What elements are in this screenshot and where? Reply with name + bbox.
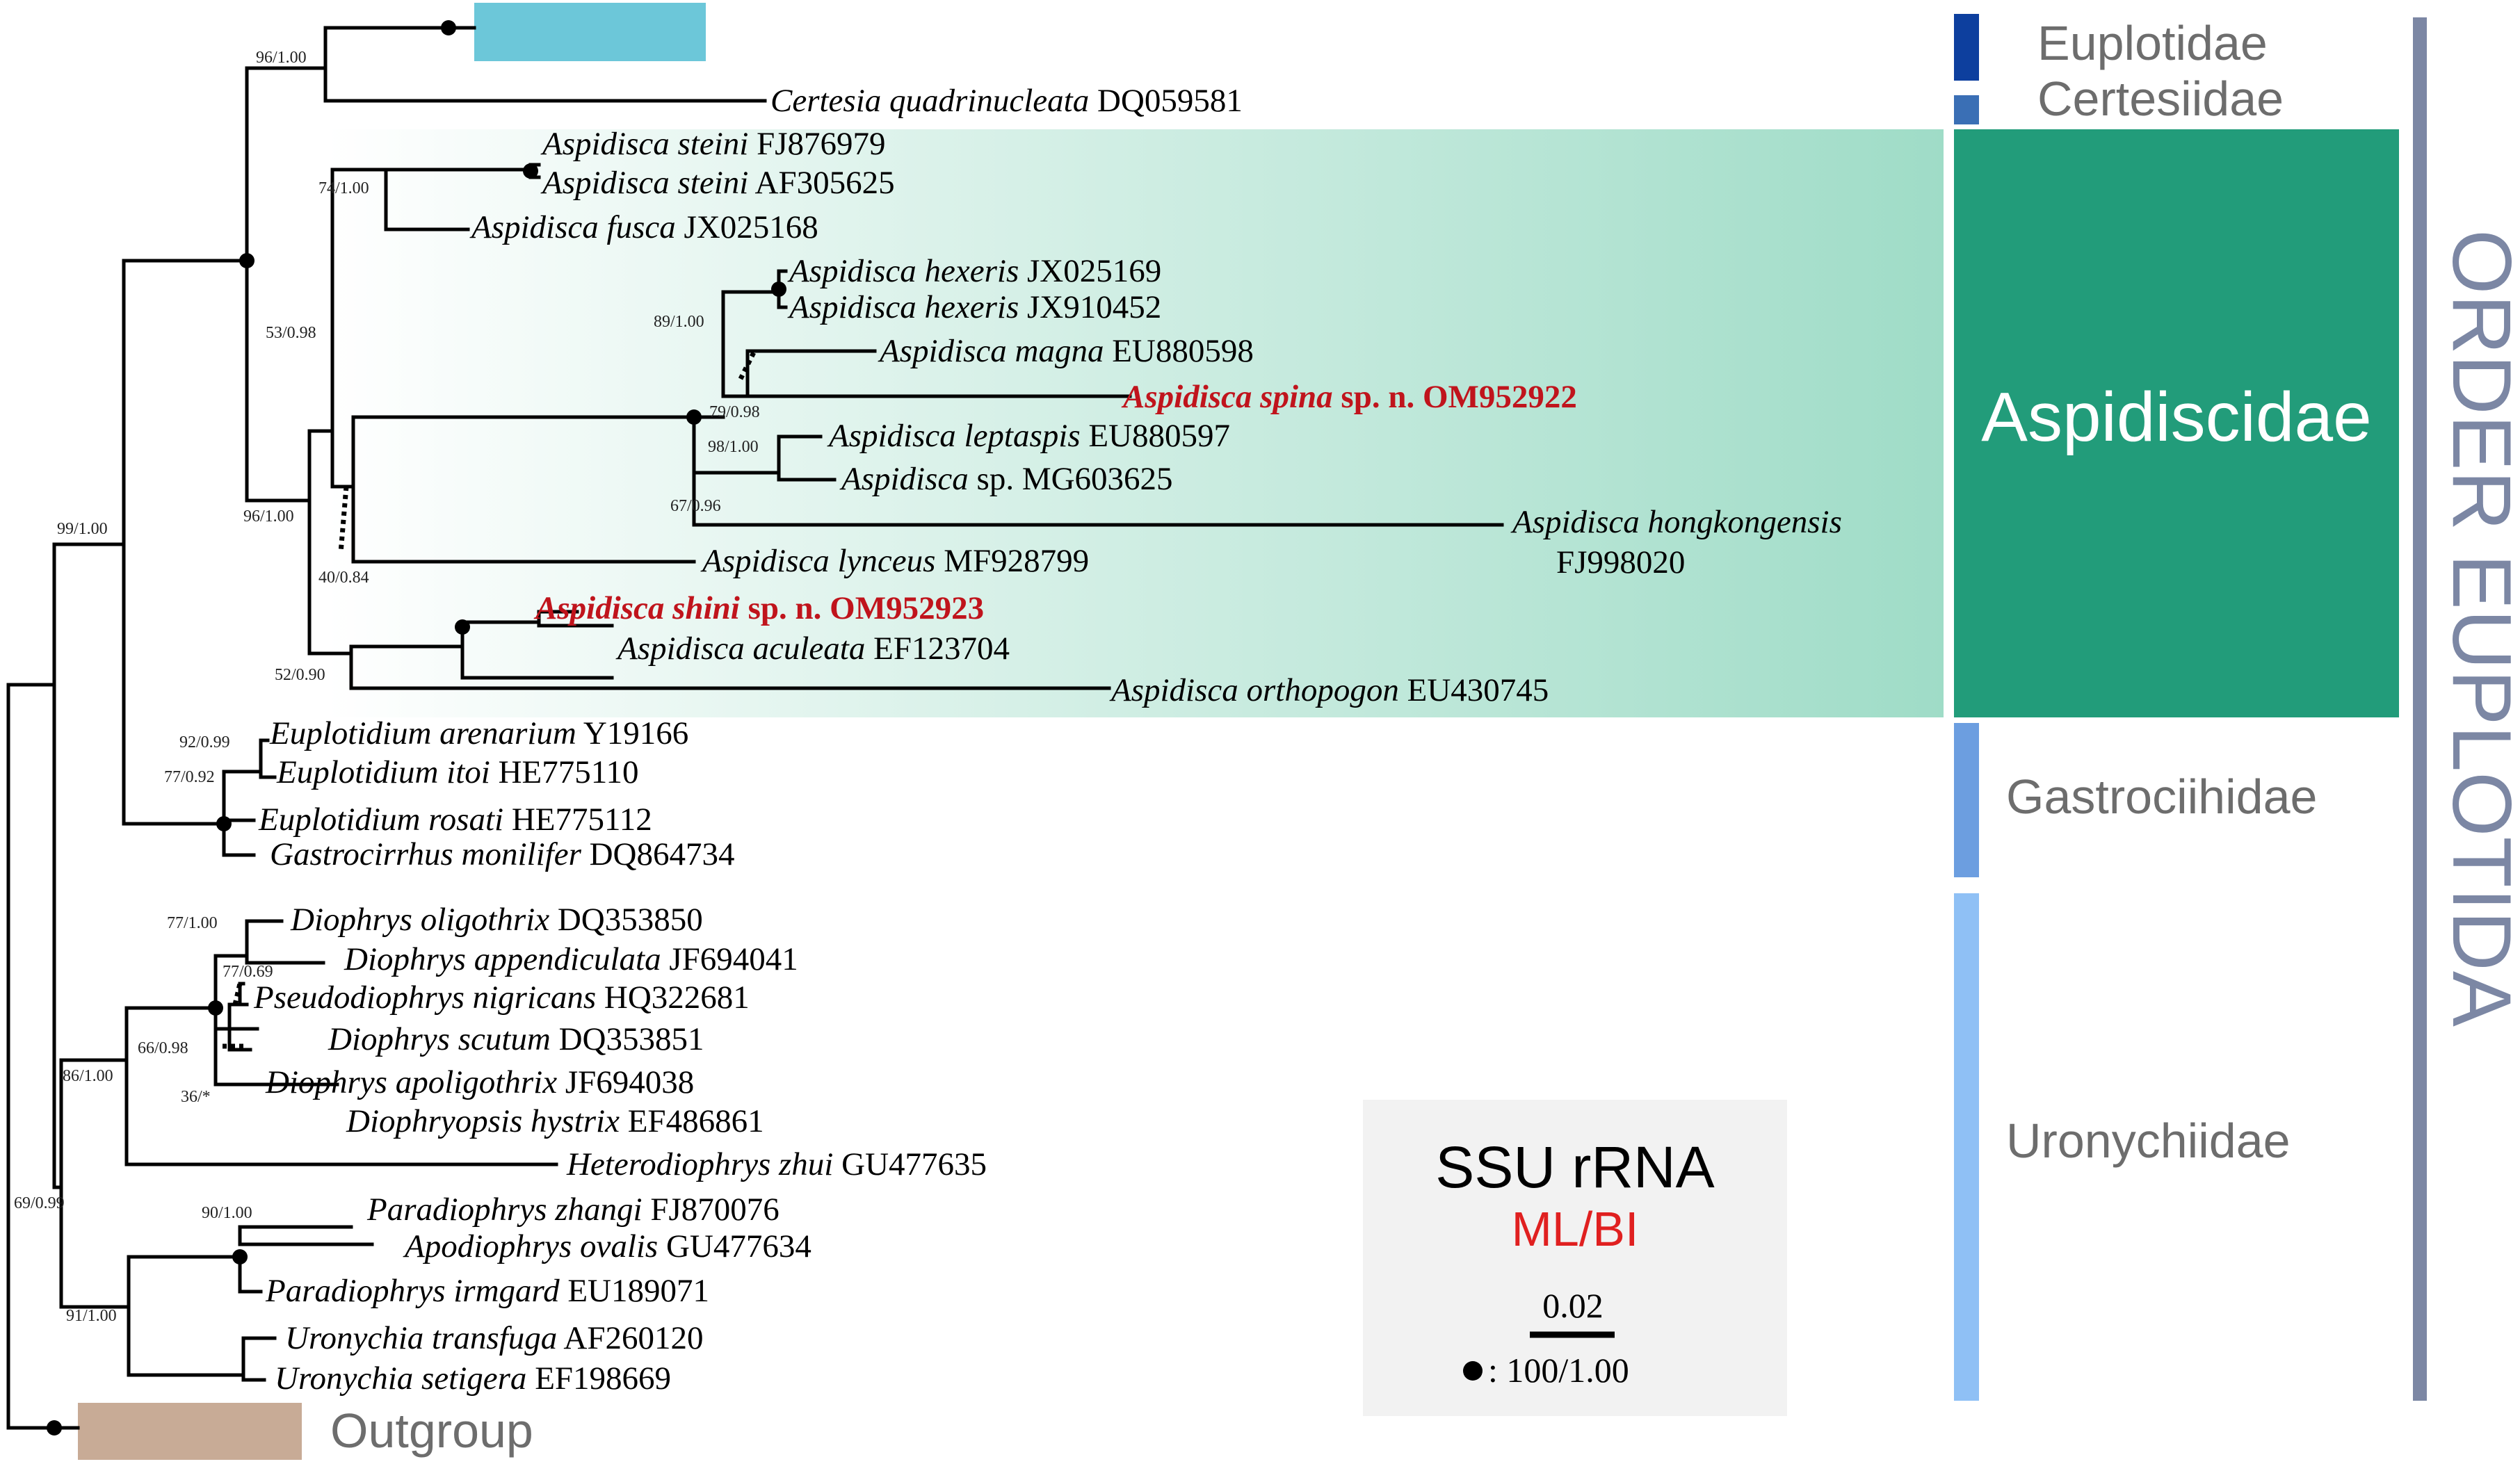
new-species-label: Aspidisca shini sp. n. OM952923 [533,590,984,626]
family-label-euplotidae: Euplotidae [2037,16,2268,70]
taxon-label: Aspidisca steini FJ876979 [540,126,886,162]
taxon-label: Euplotidium arenarium Y19166 [269,715,688,751]
support-label: 74/1.00 [318,179,369,197]
node-legend-label: : 100/1.00 [1488,1351,1629,1390]
support-label: 91/1.00 [66,1307,117,1325]
support-label: 77/1.00 [167,914,218,932]
support-label: 40/0.84 [318,569,369,587]
taxon-label: Euplotidium rosati HE775112 [258,802,652,838]
support-label: 90/1.00 [202,1204,252,1222]
taxon-label: Euplotidium itoi HE775110 [276,754,638,790]
full-support-nodes [47,20,786,1435]
support-label: 53/0.98 [266,324,316,342]
taxon-label: Aspidisca sp. MG603625 [839,461,1173,497]
branches [6,26,1504,1430]
taxon-label: Aspidisca leptaspis EU880597 [827,418,1230,454]
support-label: 69/0.99 [14,1194,65,1212]
legend-method: ML/BI [1512,1202,1639,1256]
taxon-label: Paradiophrys irmgard EU189071 [265,1273,709,1309]
family-label-gastrociihidae: Gastrociihidae [2006,770,2317,824]
family-bars [1954,14,2399,1401]
taxon-label: Pseudodiophrys nigricans HQ322681 [253,979,750,1016]
support-label: 52/0.90 [275,666,325,684]
taxon-label: Aspidisca lynceus MF928799 [700,543,1089,579]
taxon-labels: Certesia quadrinucleata DQ059581 Aspidis… [253,83,1842,1397]
taxon-label: Aspidisca hexeris JX025169 [787,253,1161,289]
taxon-label: Diophrys scutum DQ353851 [328,1021,704,1057]
taxon-label: Aspidisca steini AF305625 [540,165,895,201]
taxon-label: Aspidisca fusca JX025168 [469,209,818,245]
uronychiidae-bar [1954,893,1979,1401]
support-label: 98/1.00 [708,438,759,456]
outgroup-box [78,1403,302,1460]
taxon-label: Uronychia setigera EF198669 [275,1360,671,1397]
support-label: 86/1.00 [63,1067,113,1085]
taxon-label: Aspidisca magna EU880598 [878,333,1254,369]
dotted-branches [223,350,757,1049]
support-label: 92/0.99 [179,733,230,751]
taxon-label: Aspidisca aculeata EF123704 [615,631,1010,667]
taxon-label: Uronychia transfuga AF260120 [285,1320,703,1356]
support-label: 99/1.00 [57,520,108,538]
taxon-label: Diophrys appendiculata JF694041 [344,941,798,977]
taxon-label: Diophryopsis hystrix EF486861 [346,1103,764,1139]
taxon-label: Aspidisca hongkongensis [1510,504,1842,540]
taxon-label: Paradiophrys zhangi FJ870076 [366,1191,780,1228]
support-label: 66/0.98 [138,1039,188,1057]
gastrociihidae-bar [1954,723,1979,877]
family-label-certesiidae: Certesiidae [2037,72,2284,126]
aspidiscidae-bar [1954,129,2399,717]
order-label: ORDER EUPLOTIDA [2435,229,2520,1027]
support-values: 96/1.00 74/1.00 53/0.98 89/1.00 79/0.98 … [14,49,760,1325]
support-label: 89/1.00 [654,313,704,331]
taxon-label: Gastrocirrhus monilifer DQ864734 [270,836,735,872]
aspidiscidae-clade-shade [327,129,1944,717]
order-bar [2413,17,2427,1401]
support-label: 79/0.98 [709,403,760,421]
taxon-label: Certesia quadrinucleata DQ059581 [770,83,1243,119]
scale-bar-label: 0.02 [1542,1286,1604,1325]
support-label: 77/0.69 [223,963,273,981]
taxon-label: FJ998020 [1556,544,1685,580]
family-label-aspidiscidae: Aspidiscidae [1981,378,2371,456]
taxon-label: Diophrys oligothrix DQ353850 [290,902,703,938]
support-label: 77/0.92 [164,768,215,786]
support-label: 67/0.96 [670,497,721,515]
node-legend-dot [1463,1361,1483,1381]
euplotidae-collapsed-box [474,3,706,61]
taxon-label: Aspidisca orthopogon EU430745 [1109,672,1549,708]
taxon-label: Aspidisca hexeris JX910452 [787,289,1161,325]
family-label-uronychiidae: Uronychiidae [2006,1114,2291,1168]
support-label: 96/1.00 [256,49,307,67]
support-label: 36/* [181,1088,211,1106]
legend-title: SSU rRNA [1435,1134,1714,1200]
euplotidae-bar [1954,14,1979,81]
legend-box: SSU rRNA ML/BI 0.02 : 100/1.00 [1363,1100,1787,1416]
certesiidae-bar [1954,95,1979,124]
support-label: 96/1.00 [243,507,294,526]
taxon-label: Diophrys apoligothrix JF694038 [265,1064,694,1100]
taxon-label: Heterodiophrys zhui GU477635 [566,1146,987,1182]
new-species-label: Aspidisca spina sp. n. OM952922 [1121,379,1577,415]
taxon-label: Apodiophrys ovalis GU477634 [403,1228,811,1264]
outgroup-label: Outgroup [330,1404,533,1458]
